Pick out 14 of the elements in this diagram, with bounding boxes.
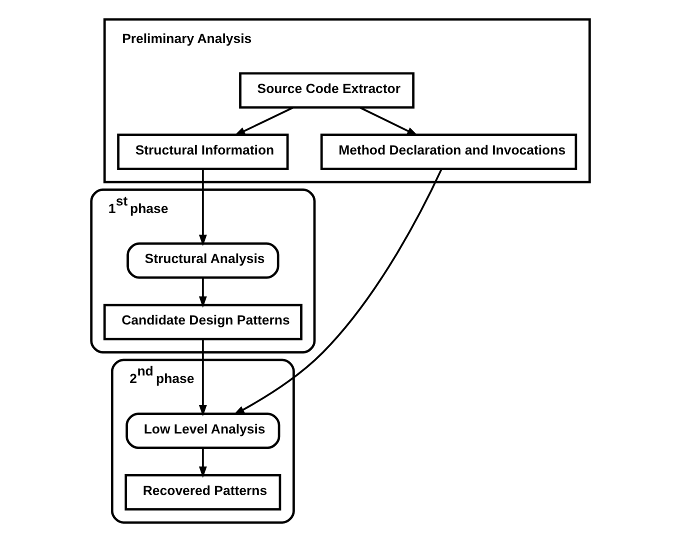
node-box: Method Declaration and Invocations [320, 134, 578, 170]
arrow [234, 106, 294, 136]
arrow [198, 339, 207, 416]
node-box: Recovered Patterns [124, 474, 282, 510]
arrow [359, 106, 418, 136]
node-box: Candidate Design Patterns [103, 304, 302, 340]
arrow [233, 168, 442, 416]
arrow [198, 448, 207, 478]
arrow [198, 169, 207, 246]
node-box: Structural Information [117, 134, 289, 170]
node-box: Structural Analysis [126, 242, 280, 279]
node-box: Source Code Extractor [239, 72, 414, 109]
node-box: Low Level Analysis [126, 412, 280, 449]
arrow [198, 278, 207, 308]
